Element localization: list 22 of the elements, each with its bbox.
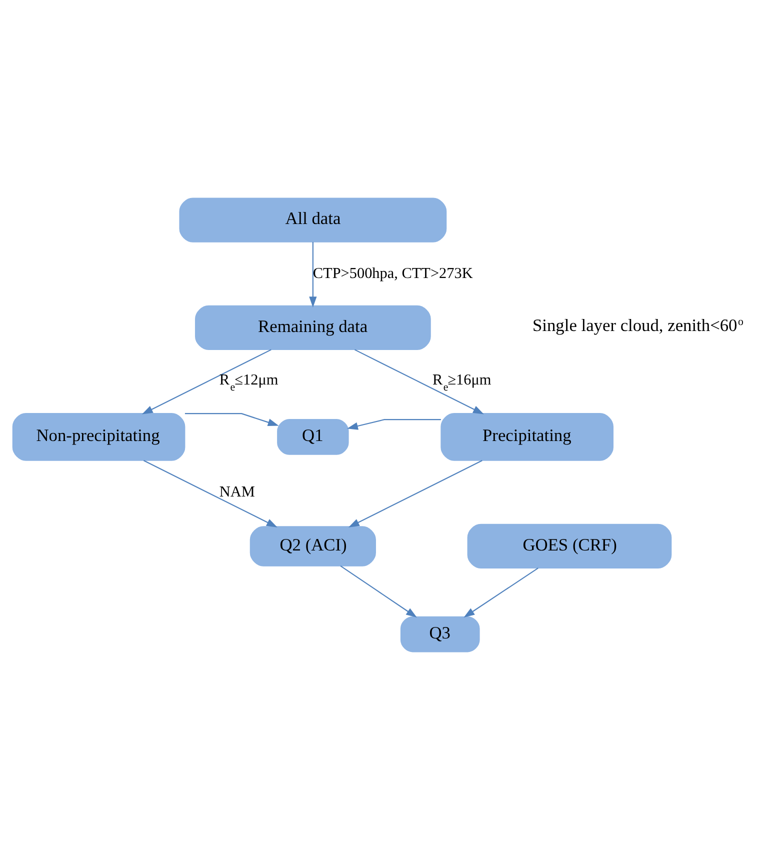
arrow: [348, 460, 482, 527]
arrow: [143, 460, 278, 527]
arrow: [142, 348, 272, 414]
edge-label: NAM: [219, 482, 255, 500]
edge-label: CTP>500hpa, CTT>273K: [312, 264, 473, 282]
node-box: Precipitating: [440, 412, 614, 460]
arrow: [464, 567, 538, 617]
node-box: Q2 (ACI): [250, 526, 376, 566]
node-box: Q3: [400, 616, 480, 652]
label: Single layer cloud, zenith<60$^{o}$: [532, 315, 744, 334]
arrow: [354, 348, 484, 414]
node-box: Remaining data: [194, 304, 431, 350]
arrow: [184, 412, 279, 426]
node-box: GOES (CRF): [467, 523, 672, 568]
node-box: Non-precipitating: [12, 412, 186, 460]
edge-label: R$_{e}$≥16μm: [432, 370, 492, 393]
arrow: [340, 564, 417, 618]
node-box: All data: [179, 197, 447, 242]
edge-label: R$_{e}$≤12μm: [219, 370, 278, 393]
arrow: [347, 418, 441, 430]
node-box: Q1: [277, 418, 349, 454]
arrow: [309, 242, 317, 307]
